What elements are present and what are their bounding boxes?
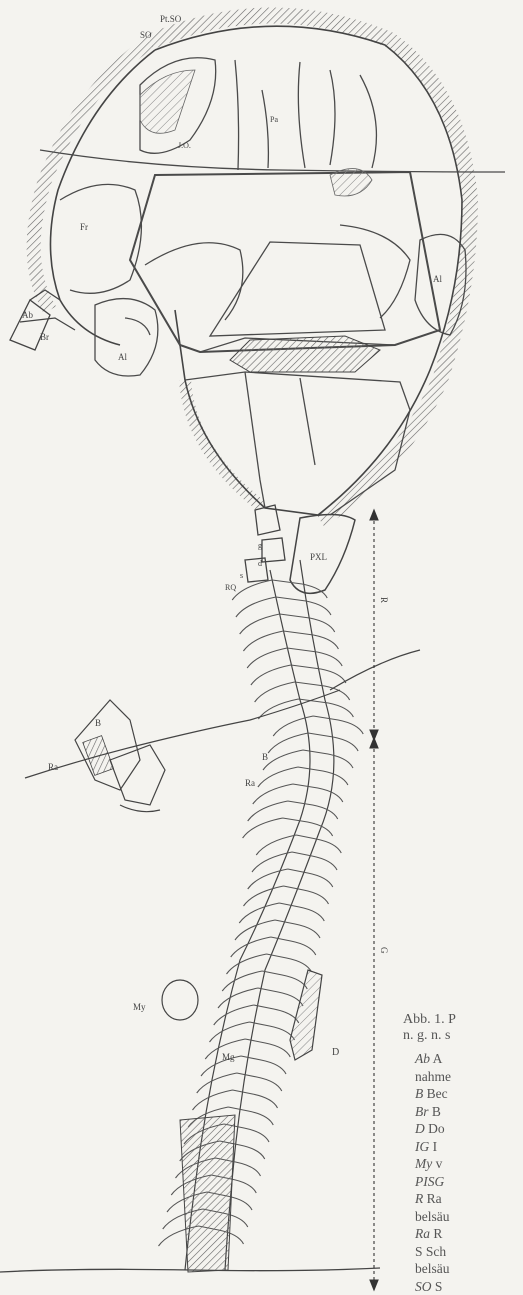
label-g-vert: G	[379, 947, 389, 954]
label-rq: RQ	[225, 583, 236, 592]
label-b-mid: B	[262, 752, 268, 762]
legend-text: S	[432, 1279, 443, 1294]
d-bone	[290, 970, 322, 1060]
legend-abbr: Br	[415, 1104, 429, 1119]
rib	[239, 903, 324, 923]
legend-item: PISG	[403, 1173, 523, 1191]
label-ra-left: Ra	[48, 762, 58, 772]
rib	[193, 1090, 278, 1110]
rib	[235, 920, 320, 940]
label-my: My	[133, 1002, 146, 1012]
rib	[248, 869, 333, 889]
rib	[256, 835, 341, 855]
legend-item: Ra R	[403, 1225, 523, 1243]
label-b-left: B	[95, 718, 101, 728]
legend-item: IG I	[403, 1138, 523, 1156]
hatched-plate	[230, 336, 380, 372]
legend-abbr: IG	[415, 1139, 429, 1154]
fissure-line-upper	[330, 650, 420, 690]
legend-item: D Do	[403, 1120, 523, 1138]
legend-text: belsäu	[415, 1209, 450, 1224]
rib	[263, 750, 353, 770]
label-pt-so: Pt.SO	[160, 14, 182, 24]
label-br: Br	[40, 332, 49, 342]
label-jo: J.O.	[178, 141, 191, 150]
legend-item: nahme	[403, 1068, 523, 1086]
label-d-big: D	[332, 1047, 339, 1058]
skull-rim-hatching	[34, 15, 470, 520]
label-al-right: Al	[433, 274, 442, 284]
legend-item: belsäu	[403, 1260, 523, 1278]
legend-item: My v	[403, 1155, 523, 1173]
legend-text: I	[429, 1139, 437, 1154]
legend-item: R Ra	[403, 1190, 523, 1208]
caption-title-line-2: n. g. n. s	[403, 1028, 523, 1044]
skull-bones	[40, 58, 505, 515]
legend-abbr: PISG	[415, 1174, 444, 1189]
label-mg: Mg	[222, 1052, 235, 1062]
legend-abbr: R	[415, 1191, 423, 1206]
legend-item: S Sch	[403, 1243, 523, 1261]
rib	[252, 852, 337, 872]
label-ab: Ab	[22, 310, 33, 320]
label-pxl: PXL	[310, 552, 327, 562]
label-ra-mid: Ra	[245, 778, 255, 788]
tail-hatching	[180, 1115, 235, 1272]
label-al-left: Al	[118, 352, 127, 362]
legend-text: belsäu	[415, 1261, 450, 1276]
rib	[258, 767, 348, 787]
legend-text: Do	[425, 1121, 445, 1136]
fissure-line-left	[25, 690, 340, 778]
legend-text: v	[432, 1156, 442, 1171]
legend-text: Bec	[423, 1086, 447, 1101]
legend-item: belsäu	[403, 1208, 523, 1226]
legend-item: B Bec	[403, 1085, 523, 1103]
scale-line	[370, 510, 378, 1290]
label-so: SO	[140, 30, 152, 40]
label-s: s	[240, 571, 243, 580]
label-pa: Pa	[270, 115, 278, 124]
rib	[273, 716, 363, 736]
rib	[243, 818, 333, 838]
legend-text: nahme	[415, 1069, 451, 1084]
legend-abbr: SO	[415, 1279, 432, 1294]
legend-item: Ab A	[403, 1050, 523, 1068]
label-fr: Fr	[80, 222, 88, 232]
label-d: d	[258, 559, 262, 568]
legend-text: B	[429, 1104, 441, 1119]
my-bone	[162, 980, 198, 1020]
rib	[244, 886, 329, 906]
rib	[214, 1005, 299, 1025]
rib	[222, 971, 307, 991]
hatched-patch	[330, 169, 372, 196]
legend-abbr: Ab	[415, 1051, 430, 1066]
legend-text: Ra	[423, 1191, 441, 1206]
legend-abbr: B	[415, 1086, 423, 1101]
legend-text: S Sch	[415, 1244, 446, 1259]
legend-abbr: D	[415, 1121, 425, 1136]
legend-item: SO S	[403, 1278, 523, 1295]
caption-title-line-1: Abb. 1. P	[403, 1012, 523, 1028]
legend-item: Br B	[403, 1103, 523, 1121]
legend-text: A	[430, 1051, 442, 1066]
label-g: g	[258, 541, 262, 550]
hatched-patch-2	[140, 70, 195, 133]
label-r-vert: R	[379, 597, 389, 603]
legend-abbr: My	[415, 1156, 432, 1171]
legend-text: R	[430, 1226, 442, 1241]
legend-abbr: Ra	[415, 1226, 430, 1241]
rib	[268, 733, 358, 753]
